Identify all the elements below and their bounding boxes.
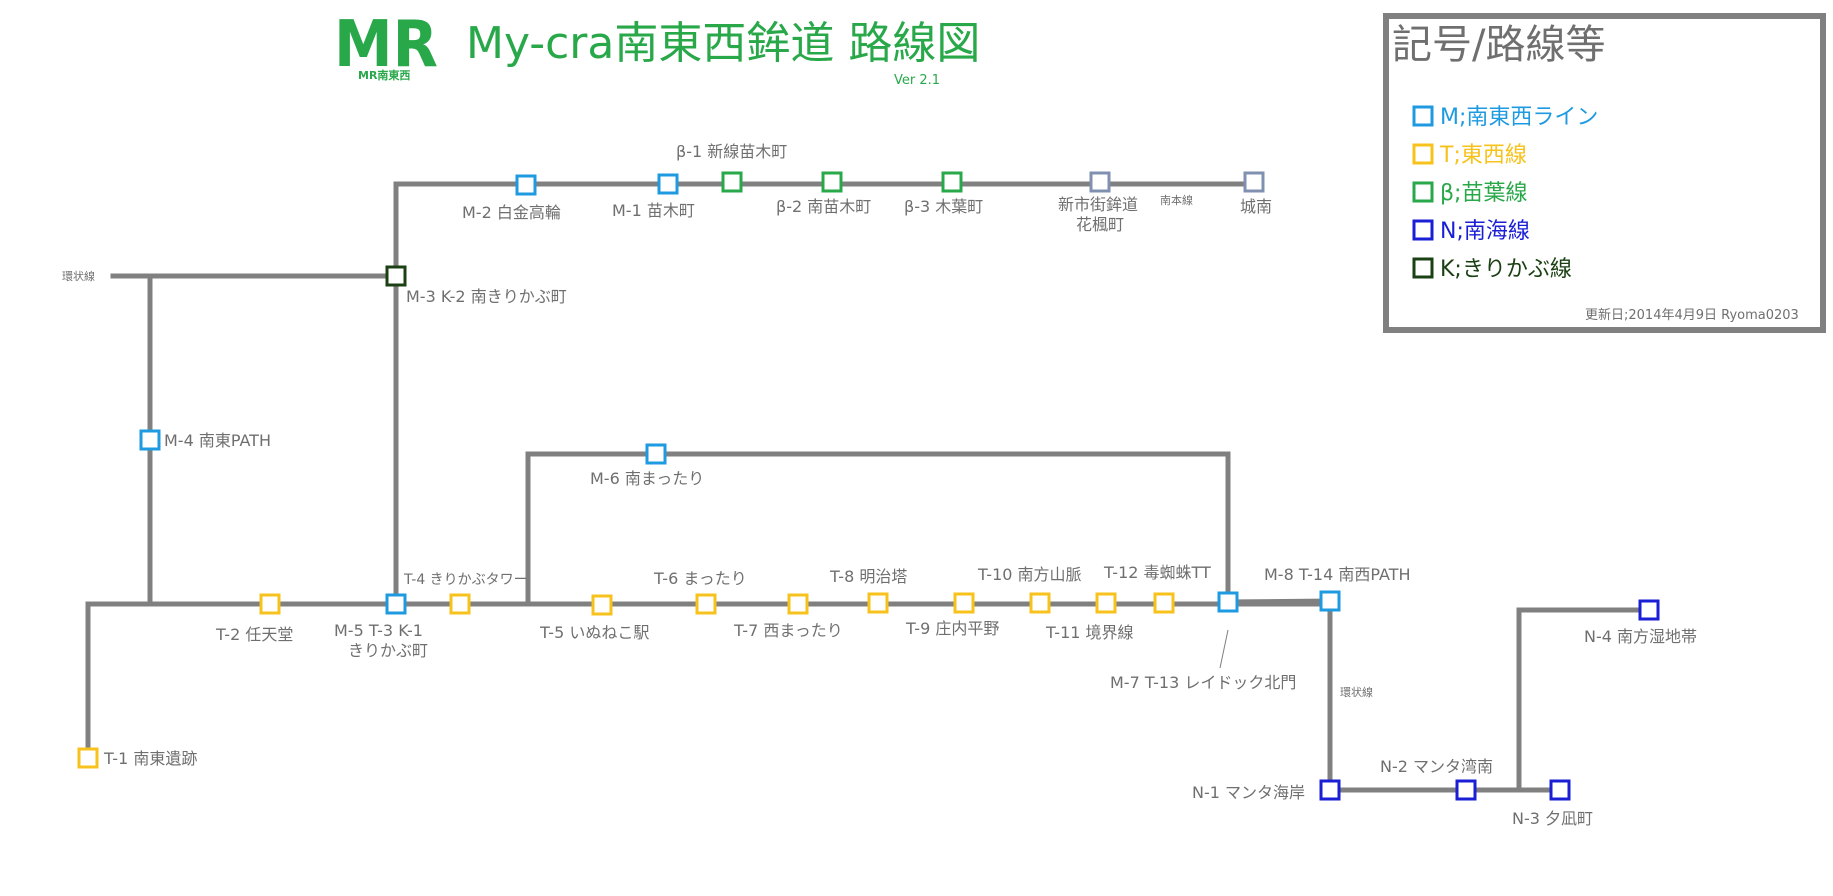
label-n2: N-2 マンタ湾南 bbox=[1380, 757, 1493, 776]
station-markers bbox=[77, 171, 1660, 801]
track-m6-loop bbox=[525, 451, 1231, 607]
legend-title: 記号/路線等 bbox=[1392, 22, 1605, 68]
track-main bbox=[85, 601, 1333, 763]
legend-items: M;南東西ライン T;東西線 β;苗葉線 N;南海線 K;きりかぶ線 bbox=[1412, 105, 1598, 282]
label-m6: M-6 南まったり bbox=[590, 469, 704, 488]
station-labels: M-2 白金高輪 M-1 苗木町 β-1 新線苗木町 β-2 南苗木町 β-3 … bbox=[62, 142, 1697, 828]
station-marker-m5[interactable] bbox=[385, 593, 407, 615]
station-marker-t11[interactable] bbox=[1095, 592, 1117, 614]
station-marker-t9[interactable] bbox=[953, 592, 975, 614]
station-marker-m7[interactable] bbox=[1217, 591, 1239, 613]
m7-pointer bbox=[1219, 629, 1229, 669]
label-t8: T-8 明治塔 bbox=[829, 567, 907, 586]
station-marker-m1[interactable] bbox=[657, 173, 679, 195]
note-loop-west: 環状線 bbox=[62, 269, 95, 283]
legend-label-N: N;南海線 bbox=[1440, 219, 1530, 244]
label-t7: T-7 西まったり bbox=[733, 621, 843, 640]
legend-updated: 更新日;2014年4月9日 Ryoma0203 bbox=[1585, 307, 1799, 323]
legend-label-M: M;南東西ライン bbox=[1440, 105, 1598, 130]
station-marker-t7[interactable] bbox=[787, 593, 809, 615]
label-t6: T-6 まったり bbox=[653, 569, 747, 588]
station-marker-n1[interactable] bbox=[1319, 779, 1341, 801]
station-marker-m8[interactable] bbox=[1319, 590, 1341, 612]
station-marker-m6[interactable] bbox=[645, 443, 667, 465]
station-marker-n3[interactable] bbox=[1549, 779, 1571, 801]
legend-swatch-T bbox=[1412, 143, 1434, 165]
label-t2: T-2 任天堂 bbox=[215, 625, 293, 644]
label-n4: N-4 南方湿地帯 bbox=[1584, 627, 1697, 646]
track-lines bbox=[85, 181, 1652, 793]
station-marker-m2[interactable] bbox=[515, 174, 537, 196]
track-main-east bbox=[1223, 598, 1333, 605]
station-marker-b3[interactable] bbox=[941, 171, 963, 193]
station-marker-t1[interactable] bbox=[77, 747, 99, 769]
logo-sub: MR南東西 bbox=[358, 68, 410, 82]
station-marker-b1[interactable] bbox=[721, 171, 743, 193]
label-m1: M-1 苗木町 bbox=[612, 201, 695, 220]
label-n1: N-1 マンタ海岸 bbox=[1192, 783, 1305, 802]
station-marker-t5[interactable] bbox=[591, 594, 613, 616]
station-marker-jonan[interactable] bbox=[1243, 171, 1265, 193]
station-marker-t12[interactable] bbox=[1153, 592, 1175, 614]
label-t9: T-9 庄内平野 bbox=[905, 619, 999, 638]
label-b1: β-1 新線苗木町 bbox=[676, 142, 787, 161]
legend-label-B: β;苗葉線 bbox=[1440, 181, 1527, 206]
station-marker-b2[interactable] bbox=[821, 171, 843, 193]
station-marker-t4[interactable] bbox=[449, 593, 471, 615]
label-jonan: 城南 bbox=[1240, 197, 1272, 216]
station-marker-t6[interactable] bbox=[695, 593, 717, 615]
station-marker-shinshi[interactable] bbox=[1089, 171, 1111, 193]
label-m5-2: きりかぶ町 bbox=[348, 641, 428, 660]
label-m4: M-4 南東PATH bbox=[164, 431, 271, 450]
legend-label-K: K;きりかぶ線 bbox=[1440, 257, 1572, 282]
station-marker-t10[interactable] bbox=[1029, 592, 1051, 614]
label-b3: β-3 木葉町 bbox=[904, 197, 983, 216]
station-marker-n4[interactable] bbox=[1638, 599, 1660, 621]
label-t5: T-5 いぬねこ駅 bbox=[539, 623, 649, 642]
version-label: Ver 2.1 bbox=[894, 73, 940, 88]
label-shinshi-2: 花楓町 bbox=[1076, 215, 1124, 234]
logo-mark: MR bbox=[334, 8, 438, 82]
label-b2: β-2 南苗木町 bbox=[776, 197, 871, 216]
station-marker-m4[interactable] bbox=[139, 429, 161, 451]
label-m7: M-7 T-13 レイドック北門 bbox=[1110, 673, 1296, 692]
label-t1: T-1 南東遺跡 bbox=[103, 749, 197, 768]
page-title: My-cra南東西鉾道 路線図 bbox=[466, 18, 980, 69]
label-t4: T-4 きりかぶタワー bbox=[403, 572, 528, 588]
note-loop-east: 環状線 bbox=[1340, 685, 1373, 699]
legend-swatch-K bbox=[1412, 257, 1434, 279]
label-m5: M-5 T-3 K-1 bbox=[334, 621, 423, 640]
label-shinshi: 新市街鉾道 bbox=[1058, 195, 1138, 214]
mr-logo: MR MR南東西 bbox=[334, 8, 438, 82]
track-n-branch bbox=[1516, 607, 1652, 793]
note-nanhon: 南本線 bbox=[1160, 193, 1193, 207]
label-m3: M-3 K-2 南きりかぶ町 bbox=[406, 287, 567, 306]
label-t11: T-11 境界線 bbox=[1045, 623, 1134, 642]
station-marker-m3[interactable] bbox=[385, 265, 407, 287]
legend-label-T: T;東西線 bbox=[1439, 143, 1527, 168]
legend-swatch-M bbox=[1412, 105, 1434, 127]
legend-swatch-N bbox=[1412, 219, 1434, 241]
label-t12: T-12 毒蜘蛛TT bbox=[1103, 563, 1211, 582]
label-m8: M-8 T-14 南西PATH bbox=[1264, 565, 1411, 584]
label-m2: M-2 白金高輪 bbox=[462, 203, 561, 222]
label-n3: N-3 夕凪町 bbox=[1512, 809, 1593, 828]
label-t10: T-10 南方山脈 bbox=[977, 565, 1082, 584]
legend-box: 記号/路線等 M;南東西ライン T;東西線 β;苗葉線 N;南海線 K;きりかぶ線 更新… bbox=[1383, 13, 1826, 333]
station-marker-t8[interactable] bbox=[867, 592, 889, 614]
station-marker-n2[interactable] bbox=[1455, 779, 1477, 801]
station-marker-t2[interactable] bbox=[259, 593, 281, 615]
legend-frame bbox=[1383, 13, 1826, 333]
legend-swatch-B bbox=[1412, 181, 1434, 203]
